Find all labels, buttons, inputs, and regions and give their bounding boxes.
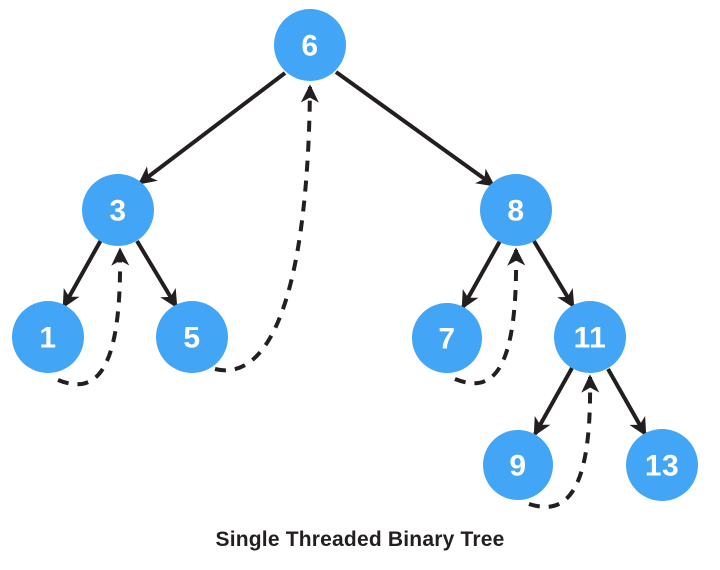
node-label-13: 13 bbox=[645, 450, 679, 483]
node-label-3: 3 bbox=[109, 195, 126, 228]
node-circle-7[interactable] bbox=[412, 303, 482, 373]
node-group: 6 3 8 1 5 7 11 9 13 bbox=[12, 9, 698, 501]
thread-edge-7-to-8 bbox=[454, 247, 526, 386]
node-label-11: 11 bbox=[574, 322, 607, 355]
tree-node-3[interactable]: 3 bbox=[82, 174, 154, 246]
tree-node-6[interactable]: 6 bbox=[274, 9, 346, 81]
node-circle-6[interactable] bbox=[274, 9, 346, 81]
tree-edge-11-to-13 bbox=[606, 368, 647, 437]
thread-edge-group bbox=[57, 84, 600, 509]
node-label-7: 7 bbox=[438, 323, 455, 356]
node-label-6: 6 bbox=[301, 30, 318, 63]
node-label-9: 9 bbox=[509, 450, 526, 483]
tree-node-1[interactable]: 1 bbox=[12, 301, 84, 373]
tree-node-7[interactable]: 7 bbox=[412, 303, 482, 373]
node-label-5: 5 bbox=[183, 322, 200, 355]
node-circle-5[interactable] bbox=[156, 301, 228, 373]
tree-edge-6-to-3 bbox=[137, 71, 287, 185]
tree-node-9[interactable]: 9 bbox=[483, 430, 553, 500]
tree-edge-8-to-11 bbox=[532, 239, 575, 309]
tree-node-11[interactable]: 11 bbox=[554, 301, 626, 373]
thread-edge-5-to-6 bbox=[214, 84, 319, 373]
tree-edge-6-to-8 bbox=[334, 70, 496, 187]
tree-edge-8-to-7 bbox=[461, 240, 502, 310]
node-circle-9[interactable] bbox=[483, 430, 553, 500]
node-circle-13[interactable] bbox=[626, 429, 698, 501]
node-label-8: 8 bbox=[507, 195, 524, 228]
node-circle-1[interactable] bbox=[12, 301, 84, 373]
node-circle-8[interactable] bbox=[480, 174, 552, 246]
node-label-1: 1 bbox=[39, 322, 56, 355]
tree-edge-11-to-9 bbox=[533, 367, 574, 437]
tree-node-13[interactable]: 13 bbox=[626, 429, 698, 501]
tree-edge-3-to-5 bbox=[135, 239, 178, 309]
tree-edge-3-to-1 bbox=[62, 239, 103, 309]
thread-edge-9-to-11 bbox=[528, 374, 600, 509]
node-circle-3[interactable] bbox=[82, 174, 154, 246]
tree-edge-group bbox=[62, 70, 647, 437]
tree-node-8[interactable]: 8 bbox=[480, 174, 552, 246]
tree-node-5[interactable]: 5 bbox=[156, 301, 228, 373]
node-circle-11[interactable] bbox=[554, 301, 626, 373]
diagram-caption: Single Threaded Binary Tree bbox=[215, 528, 505, 551]
